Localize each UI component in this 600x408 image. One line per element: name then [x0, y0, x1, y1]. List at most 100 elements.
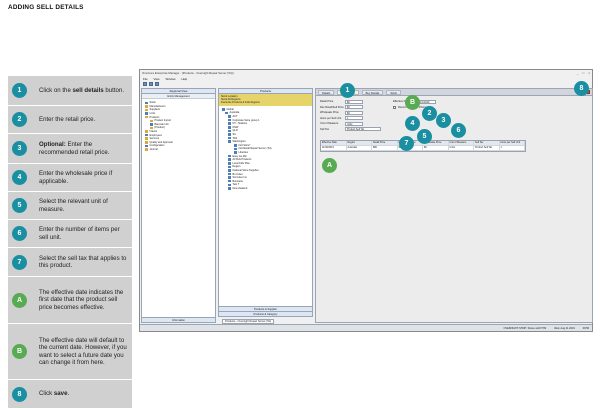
- region-tree-item[interactable]: SA: [222, 133, 309, 137]
- region-tree-item[interactable]: Australia: [222, 111, 309, 115]
- tree-item[interactable]: [Product]: [145, 126, 212, 130]
- region-tree-label: Washington: [232, 140, 246, 144]
- region-tree-label: Australia: [229, 111, 240, 115]
- region-tree-item[interactable]: All Kids Products: [222, 158, 309, 162]
- effective-date-field[interactable]: 1/1/2019: [418, 99, 436, 104]
- region-tree-item[interactable]: Liberties: [222, 151, 309, 155]
- tree-item[interactable]: Manufacturers: [145, 105, 212, 109]
- step-text-pre: Click on the: [39, 86, 73, 94]
- region-tree-item[interactable]: Global: [222, 108, 309, 112]
- round-checkbox[interactable]: [393, 105, 396, 109]
- tree-item-label: Suppliers: [149, 108, 160, 112]
- region-tree-item[interactable]: NSW: [222, 126, 309, 130]
- tree-item[interactable]: Stock: [145, 101, 212, 105]
- tree-item[interactable]: Employees: [145, 133, 212, 137]
- tree-item[interactable]: Services: [145, 137, 212, 141]
- menu-file[interactable]: File: [143, 76, 148, 81]
- close-icon[interactable]: ×: [588, 71, 590, 75]
- products-category-footer[interactable]: Products & Category: [219, 311, 312, 316]
- grid-column-header[interactable]: Effective Date: [321, 141, 347, 145]
- region-tree-item[interactable]: Local Kids Plan: [222, 161, 309, 165]
- step-number-badge: 3: [12, 141, 27, 156]
- grid-column-header[interactable]: Sell Tax: [474, 141, 500, 145]
- region-tree-label: Bonistore: [232, 179, 244, 183]
- grid-column-header[interactable]: Region: [346, 141, 372, 145]
- menu-bar: File View Window Help: [140, 76, 592, 81]
- highlight-item[interactable]: Favourite Products & Kids Regions: [221, 101, 260, 105]
- tree-item[interactable]: Suppliers: [145, 108, 212, 112]
- form-field-input[interactable]: Units: [345, 121, 363, 126]
- step-text: Click on the sell details button.: [39, 87, 124, 94]
- region-tree-item[interactable]: NT - Stations: [222, 122, 309, 126]
- form-field-input[interactable]: $0: [345, 105, 363, 109]
- tree-item[interactable]: Barcode Info: [145, 123, 212, 127]
- region-tree-item[interactable]: Easy Go Min: [222, 154, 309, 158]
- refresh-icon[interactable]: [155, 82, 159, 86]
- region-tree-item[interactable]: Washington: [222, 140, 309, 144]
- region-tree-item[interactable]: TAS: [222, 136, 309, 140]
- step-number-badge: 1: [12, 83, 27, 98]
- step-text-post: Enter the retail price.: [39, 115, 96, 123]
- effective-date-label: Effective Date: [393, 100, 410, 104]
- region-tree-item[interactable]: Region: [222, 165, 309, 169]
- products-window-tab[interactable]: Products - Overnight Repair Server (Tst): [222, 319, 275, 324]
- region-tree-label: Region: [232, 165, 241, 169]
- region-tree-item[interactable]: Bonistore: [222, 179, 309, 183]
- grid-column-header[interactable]: Wholesale Price: [423, 141, 449, 145]
- region-tree-item[interactable]: New Zealand: [222, 187, 309, 191]
- form-field-input[interactable]: 1: [345, 116, 363, 120]
- step-text-post: .: [67, 390, 70, 398]
- step-number-badge: 2: [12, 112, 27, 127]
- maximize-icon[interactable]: □: [582, 71, 585, 75]
- back-icon[interactable]: [143, 82, 147, 86]
- tree-item[interactable]: Configuration: [145, 144, 212, 148]
- region-tree-item[interactable]: QLD: [222, 129, 309, 133]
- information-footer[interactable]: Information: [142, 317, 215, 322]
- region-tree-item[interactable]: IGA Store*: [222, 144, 309, 148]
- grid-column-header[interactable]: Items per Sell Unit: [499, 141, 525, 145]
- callout-7: 7: [399, 136, 414, 151]
- tree-item[interactable]: Journal: [145, 148, 212, 152]
- tab-details[interactable]: Details: [318, 89, 335, 95]
- tab-buy-details[interactable]: Buy Details: [361, 89, 384, 95]
- region-icon: [228, 183, 231, 187]
- tree-item[interactable]: Product Import: [145, 119, 212, 123]
- highlight-item[interactable]: Stock All Regions: [221, 98, 241, 102]
- region-tree-item[interactable]: Corporate Store group 1: [222, 118, 309, 122]
- region-tree-item[interactable]: SA Coles Inc: [222, 176, 309, 180]
- grid-column-header[interactable]: Retail Price: [372, 141, 398, 145]
- tree-item[interactable]: Quality and Approval: [145, 141, 212, 145]
- region-tree-item[interactable]: Bo Coles: [222, 172, 309, 176]
- products-supplier-footer[interactable]: Products & Supplier: [219, 306, 312, 311]
- step-text: Click save.: [39, 390, 69, 397]
- region-tree-item[interactable]: National Store Supplies: [222, 169, 309, 173]
- forward-icon[interactable]: [149, 82, 153, 86]
- menu-window[interactable]: Window: [165, 76, 176, 81]
- tab-stock[interactable]: Stock: [386, 89, 401, 95]
- region-tree-item[interactable]: ACT: [222, 115, 309, 119]
- menu-help[interactable]: Help: [181, 76, 188, 81]
- region-icon: [228, 169, 231, 172]
- tree-item[interactable]: Clients: [145, 130, 212, 134]
- tree-item[interactable]: Units: [145, 112, 212, 116]
- region-tree-item[interactable]: IGA Retail Repair Server (Tst): [222, 147, 309, 151]
- form-field-input[interactable]: Product Sell Tax: [345, 127, 381, 131]
- step-text-post: The effective date will default to the c…: [39, 336, 127, 366]
- menu-view[interactable]: View: [153, 76, 160, 81]
- tree-item[interactable]: Products: [145, 115, 212, 119]
- callout-4: 4: [405, 116, 420, 131]
- callout-3: 3: [436, 113, 451, 128]
- grid-column-header[interactable]: Unit of Measure: [448, 141, 474, 145]
- highlight-item[interactable]: Stock Location: [221, 95, 238, 98]
- region-tree-item[interactable]: Test T: [222, 183, 309, 187]
- minimize-icon[interactable]: _: [576, 71, 579, 75]
- form-field-input[interactable]: $0: [345, 110, 363, 115]
- folder-icon: [145, 115, 148, 119]
- form-field-input[interactable]: $0: [345, 99, 363, 104]
